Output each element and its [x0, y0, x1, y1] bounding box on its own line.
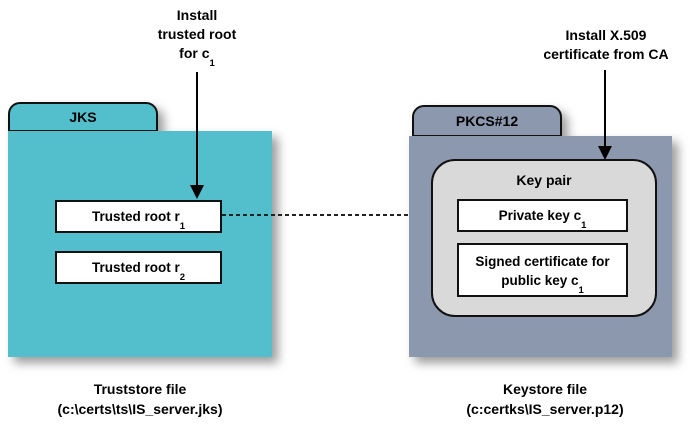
private-key-box: Private key c1: [457, 199, 628, 232]
annotation-line: for c1: [122, 44, 272, 68]
trusted-root-2-box: Trusted root r2: [55, 251, 222, 284]
annotation-line-text: for c: [179, 45, 210, 61]
keystore-caption-title: Keystore file: [502, 381, 588, 397]
truststore-folder-body: [8, 131, 272, 357]
trusted-root-1-label: Trusted root r: [91, 209, 180, 224]
keystore-caption-path: (c:certks\IS_server.p12): [466, 401, 624, 417]
private-key-subscript: 1: [581, 219, 587, 231]
install-trusted-root-arrow-line: [196, 72, 198, 185]
truststore-caption: Truststore file (c:\certs\ts\IS_server.j…: [8, 379, 272, 419]
annotation-subscript: 1: [209, 57, 215, 69]
keystore-tab-label: PKCS#12: [455, 113, 519, 129]
truststore-tab-label: JKS: [69, 109, 97, 125]
truststore-folder-tab: JKS: [8, 102, 158, 132]
annotation-line: certificate from CA: [543, 46, 669, 62]
annotation-line: Install X.509: [565, 27, 647, 43]
install-x509-annotation: Install X.509 certificate from CA: [528, 26, 684, 64]
private-key-label: Private key c: [498, 208, 582, 223]
install-trusted-root-arrowhead-icon: [190, 185, 204, 199]
signed-certificate-line1: Signed certificate for: [475, 254, 610, 269]
install-x509-arrowhead-icon: [598, 146, 612, 160]
annotation-line: Install: [176, 7, 218, 23]
signed-certificate-box: Signed certificate for public key c1: [457, 243, 628, 297]
signed-certificate-line2-text: public key c: [501, 273, 579, 288]
trusted-root-link-dashed-line: [222, 214, 409, 216]
keypair-title: Key pair: [516, 172, 572, 188]
install-trusted-root-annotation: Install trusted root for c1: [122, 6, 272, 68]
signed-certificate-subscript: 1: [578, 284, 584, 296]
keystore-caption: Keystore file (c:certks\IS_server.p12): [409, 379, 681, 419]
signed-certificate-line2: public key c1: [459, 271, 626, 295]
truststore-caption-path: (c:\certs\ts\IS_server.jks): [57, 401, 223, 417]
annotation-line: trusted root: [157, 26, 237, 42]
trusted-root-1-box: Trusted root r1: [55, 200, 222, 233]
trusted-root-2-label: Trusted root r: [91, 260, 180, 275]
trusted-root-1-subscript: 1: [179, 220, 186, 232]
trusted-root-2-subscript: 2: [179, 271, 186, 283]
install-x509-arrow-line: [604, 70, 606, 146]
keystore-folder-tab: PKCS#12: [412, 105, 562, 137]
truststore-caption-title: Truststore file: [93, 381, 187, 397]
